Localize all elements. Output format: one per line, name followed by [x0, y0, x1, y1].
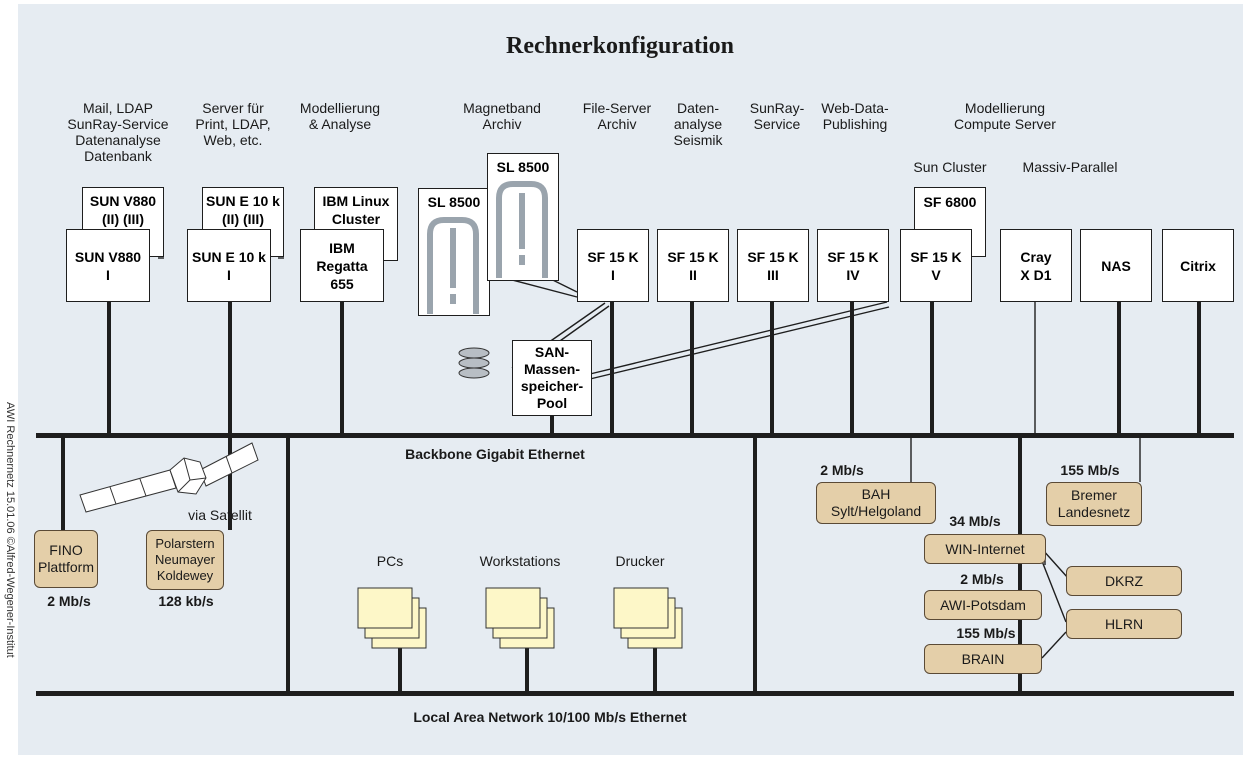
brain-speed: 155 Mb/s	[956, 625, 1016, 641]
label-mail: Mail, LDAP SunRay-Service Datenanalyse D…	[67, 100, 169, 164]
bah-speed: 2 Mb/s	[820, 462, 864, 478]
label-daten: Daten- analyse Seismik	[673, 100, 723, 148]
cray-xd1-box: Cray X D1	[1000, 229, 1072, 302]
lan-label: Local Area Network 10/100 Mb/s Ethernet	[413, 709, 687, 725]
brain-box: BRAIN	[924, 644, 1042, 674]
label-sun-cluster: Sun Cluster	[913, 159, 987, 175]
citrix-box: Citrix	[1162, 229, 1234, 302]
backbone-label: Backbone Gigabit Ethernet	[405, 446, 585, 462]
label-massiv: Massiv-Parallel	[1022, 159, 1118, 175]
label-modell: Modellierung & Analyse	[299, 100, 381, 132]
bremer-speed: 155 Mb/s	[1060, 462, 1120, 478]
label-web: Web-Data- Publishing	[821, 100, 889, 132]
fino-speed: 2 Mb/s	[47, 593, 91, 609]
polarstern-speed: 128 kb/s	[158, 593, 214, 609]
ibm-regatta-box: IBM Regatta 655	[300, 229, 384, 302]
sun-e10k-box: SUN E 10 k I	[187, 229, 271, 302]
page-title: Rechnerkonfiguration	[506, 33, 734, 59]
workstations-label: Workstations	[479, 553, 561, 569]
awi-speed: 2 Mb/s	[960, 571, 1004, 587]
sf15k-v-box: SF 15 K V	[900, 229, 972, 302]
sf15k-iv-box: SF 15 K IV	[817, 229, 889, 302]
lan-line	[36, 691, 1234, 696]
nas-box: NAS	[1080, 229, 1152, 302]
sun-v880-box: SUN V880 I	[66, 229, 150, 302]
label-magnet: Magnetband Archiv	[463, 100, 541, 132]
bah-box: BAH Sylt/Helgoland	[816, 482, 936, 524]
label-compute: Modellierung Compute Server	[954, 100, 1056, 132]
san-pool-box: SAN- Massen- speicher- Pool	[512, 340, 592, 416]
hlrn-box: HLRN	[1066, 609, 1182, 639]
win-internet-box: WIN-Internet	[924, 534, 1046, 564]
label-fileserver: File-Server Archiv	[582, 100, 652, 132]
bremer-box: Bremer Landesnetz	[1046, 482, 1142, 526]
polarstern-box: Polarstern Neumayer Koldewey	[146, 530, 224, 590]
sf15k-ii-box: SF 15 K II	[657, 229, 729, 302]
label-sunray: SunRay- Service	[749, 100, 805, 132]
backbone-line	[36, 433, 1234, 438]
pcs-label: PCs	[376, 553, 404, 569]
satellite-label: via Satellit	[188, 507, 252, 523]
sf15k-iii-box: SF 15 K III	[737, 229, 809, 302]
win-speed: 34 Mb/s	[949, 513, 1001, 529]
label-server: Server für Print, LDAP, Web, etc.	[195, 100, 271, 148]
dkrz-box: DKRZ	[1066, 566, 1182, 596]
sf15k-i-box: SF 15 K I	[577, 229, 649, 302]
awi-potsdam-box: AWI-Potsdam	[924, 590, 1042, 620]
drucker-label: Drucker	[615, 553, 665, 569]
fino-box: FINO Plattform	[34, 530, 98, 588]
